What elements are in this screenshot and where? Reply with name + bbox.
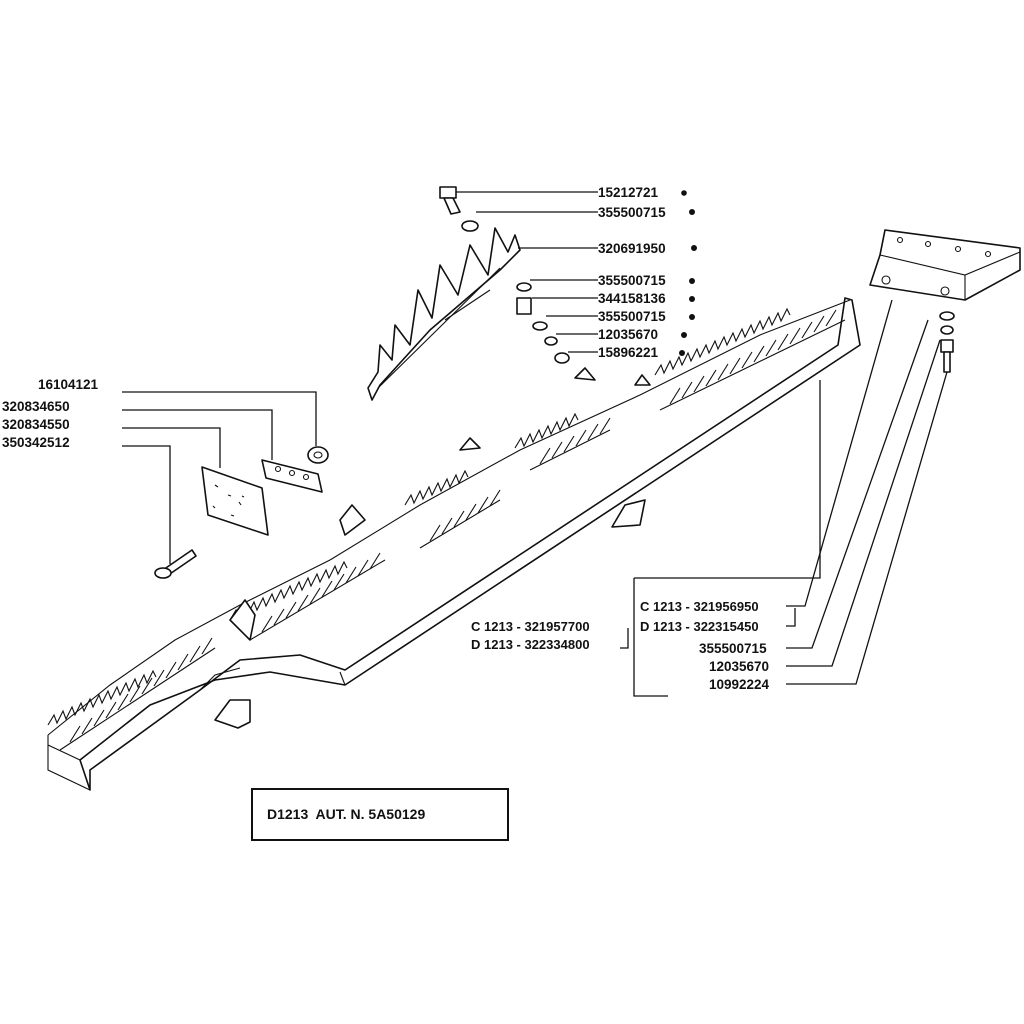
serrated-knife — [367, 227, 521, 401]
callout-code: D 1213 - 322334800 — [471, 637, 590, 652]
title-box-text: D1213 AUT. N. 5A50129 — [267, 806, 425, 822]
callout-code: 355500715 — [598, 205, 666, 220]
callout-code: 16104121 — [38, 377, 99, 392]
callout-code: 355500715 — [598, 309, 666, 324]
callout-code: 344158136 — [598, 291, 666, 306]
serrated-teeth — [47, 307, 846, 751]
callout-code: 320691950 — [598, 241, 666, 256]
marker-dot — [689, 209, 695, 215]
mounting-bracket — [869, 229, 1021, 301]
callout-code: 355500715 — [598, 273, 666, 288]
callout-code: D 1213 - 322315450 — [640, 619, 759, 634]
callout-code: 15896221 — [598, 345, 659, 360]
left-parts — [154, 446, 329, 579]
callout-code: 350342512 — [2, 435, 70, 450]
marker-dot — [689, 296, 695, 302]
marker-dot — [691, 245, 697, 251]
bracket-hardware — [939, 311, 955, 373]
callout-code: 10992224 — [709, 677, 770, 692]
callout-code: C 1213 - 321956950 — [640, 599, 759, 614]
marker-dot — [681, 332, 687, 338]
divider-body — [47, 297, 861, 791]
callout-code: 355500715 — [699, 641, 767, 656]
callouts-right: C 1213 - 321956950 D 1213 - 322315450 35… — [640, 599, 770, 692]
callouts-top: 15212721 355500715 320691950 355500715 3… — [598, 185, 697, 360]
callout-code: 320834650 — [2, 399, 70, 414]
title-box: D1213 AUT. N. 5A50129 — [251, 788, 509, 841]
callout-code: C 1213 - 321957700 — [471, 619, 590, 634]
callout-code: 320834550 — [2, 417, 70, 432]
marker-dot — [689, 314, 695, 320]
callout-code: 15212721 — [598, 185, 659, 200]
leader-lines — [122, 191, 948, 697]
knife-hardware — [439, 186, 570, 364]
callouts-left: 16104121 320834650 320834550 350342512 — [2, 377, 99, 450]
callouts-center: C 1213 - 321957700 D 1213 - 322334800 — [471, 619, 590, 652]
marker-dot — [681, 190, 687, 196]
callout-code: 12035670 — [709, 659, 769, 674]
marker-dot — [689, 278, 695, 284]
callout-code: 12035670 — [598, 327, 658, 342]
marker-dot — [679, 350, 685, 356]
